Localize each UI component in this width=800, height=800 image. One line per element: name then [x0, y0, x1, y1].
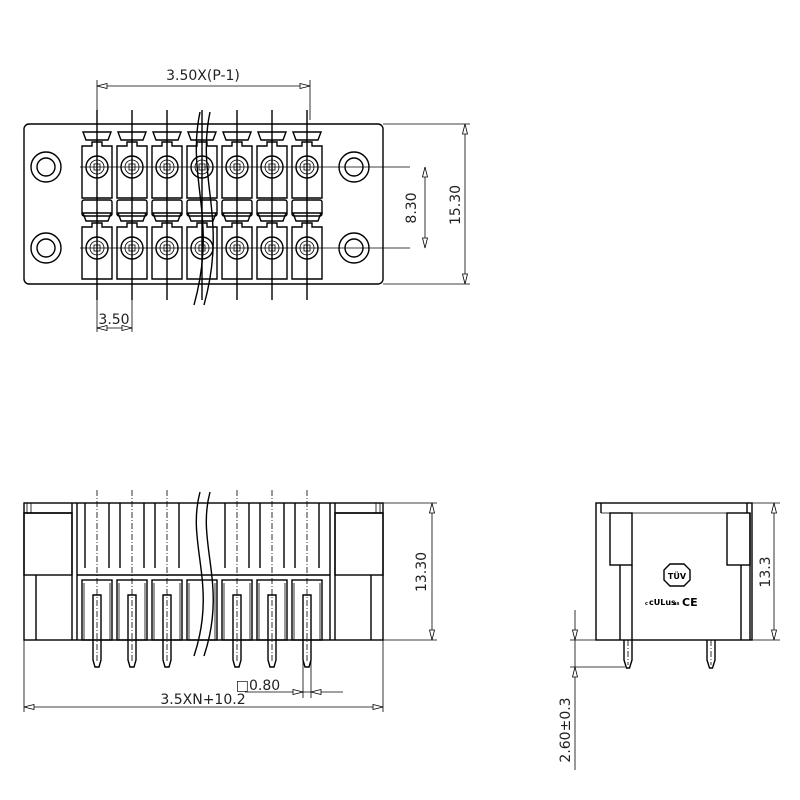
dimension-arrow — [23, 703, 35, 711]
terminal-cell — [221, 141, 253, 199]
terminal-cell — [116, 141, 148, 199]
ul-mark-text: cULus — [649, 598, 676, 607]
corner-notch — [26, 502, 32, 514]
pin-tail — [127, 594, 137, 668]
terminal-cell — [291, 141, 323, 199]
front-view — [23, 490, 437, 712]
dimension-arrow — [461, 273, 469, 285]
terminal-cell — [151, 141, 183, 199]
terminal-cell — [221, 222, 253, 280]
break-line — [203, 111, 214, 306]
dimension-arrow — [571, 666, 579, 678]
latch-tab — [221, 131, 253, 141]
latch-tab — [291, 131, 323, 141]
dimension-arrow — [421, 237, 429, 249]
svg-text:TÜV: TÜV — [668, 571, 687, 581]
dimension-arrow — [428, 629, 436, 641]
dimension-arrow — [292, 688, 304, 696]
pin-tail — [706, 640, 716, 669]
ul-mark-icon: c cULus us — [645, 598, 680, 607]
terminal-cell — [186, 222, 218, 280]
mounting-hole — [30, 151, 62, 183]
mounting-hole-inner — [36, 238, 56, 258]
terminal-cell — [256, 141, 288, 199]
latch-tab — [116, 212, 148, 222]
overall-height-dimension: 15.30 — [448, 185, 464, 225]
right-latch — [726, 512, 751, 566]
front-height-dimension: 13.30 — [414, 552, 430, 592]
break-line — [193, 491, 204, 657]
break-line — [193, 111, 204, 306]
corner-notch — [375, 502, 381, 514]
dimension-arrow — [96, 82, 108, 90]
pin-tail — [92, 594, 102, 668]
latch-tab — [221, 212, 253, 222]
terminal-cell — [116, 222, 148, 280]
terminal-cell — [151, 222, 183, 280]
terminal-cell — [81, 222, 113, 280]
left-latch — [609, 512, 633, 566]
dimension-arrow — [571, 629, 579, 641]
latch-tab — [256, 131, 288, 141]
side-body — [595, 502, 753, 641]
break-line — [203, 491, 214, 657]
tuv-mark-icon: TÜV — [663, 563, 691, 587]
top-view — [23, 80, 470, 332]
latch-tab — [81, 212, 113, 222]
row-spacing-dimension: 8.30 — [404, 192, 420, 223]
pin-size-dimension: □0.80 — [236, 678, 280, 694]
pin-tail — [232, 594, 242, 668]
dimension-arrow — [770, 629, 778, 641]
dimension-arrow — [428, 502, 436, 514]
pin-tail — [623, 640, 633, 669]
mounting-hole — [30, 232, 62, 264]
side-height-dimension: 13.3 — [758, 556, 774, 587]
pin-tail — [162, 594, 172, 668]
dimension-arrow — [299, 82, 311, 90]
pin-tail — [267, 594, 277, 668]
dimension-arrow — [461, 123, 469, 135]
ce-mark-icon: CE — [682, 596, 698, 609]
latch-tab — [151, 212, 183, 222]
dimension-arrow — [421, 166, 429, 178]
pin-length-dimension: 2.60±0.3 — [558, 697, 574, 762]
terminal-cell — [81, 141, 113, 199]
side-view — [570, 502, 780, 770]
latch-tab — [151, 131, 183, 141]
left-flange — [23, 512, 73, 576]
terminal-cell — [291, 222, 323, 280]
latch-tab — [256, 212, 288, 222]
ul-c-text: c — [645, 601, 648, 607]
housing-outline — [23, 123, 384, 285]
dimension-arrow — [372, 703, 384, 711]
overall-length-dimension: 3.5XN+10.2 — [160, 692, 245, 708]
latch-tab — [81, 131, 113, 141]
pitch-span-dimension: 3.50X(P-1) — [166, 68, 240, 84]
terminal-cell — [256, 222, 288, 280]
right-flange — [334, 512, 384, 576]
dimension-arrow — [770, 502, 778, 514]
dimension-arrow — [310, 688, 322, 696]
pitch-dimension: 3.50 — [98, 312, 129, 328]
latch-tab — [116, 131, 148, 141]
dimension-arrow — [96, 324, 108, 332]
front-body — [23, 502, 384, 641]
mounting-hole-inner — [36, 157, 56, 177]
ul-us-text: us — [673, 601, 680, 607]
latch-tab — [291, 212, 323, 222]
dimension-arrow — [121, 324, 133, 332]
